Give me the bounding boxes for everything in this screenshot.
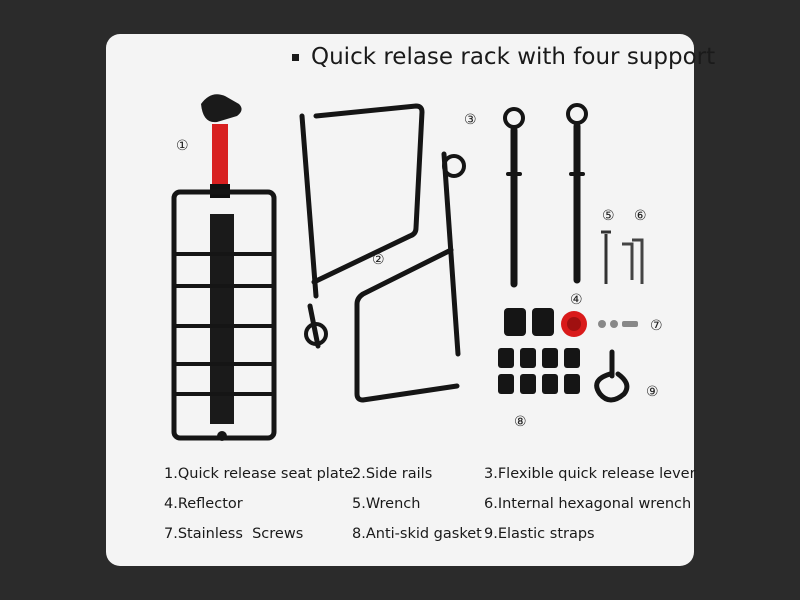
legend-item: 5.Wrench xyxy=(352,496,421,512)
parts-legend: 1.Quick release seat plate 2.Side rails … xyxy=(164,466,696,556)
legend-item: 9.Elastic straps xyxy=(484,526,595,542)
product-card xyxy=(106,34,694,566)
legend-item: 3.Flexible quick release lever xyxy=(484,466,696,482)
legend-row: 1.Quick release seat plate 2.Side rails … xyxy=(164,466,696,496)
reflector-icon xyxy=(561,311,587,337)
legend-item: 1.Quick release seat plate xyxy=(164,466,354,482)
bullet-icon xyxy=(292,53,299,61)
anti-skid-gasket-icon xyxy=(498,308,580,394)
callout-3: ③ xyxy=(464,112,477,128)
parts-illustration: ① ② ③ ④ ⑤ ⑥ ⑦ ⑧ ⑨ xyxy=(171,94,663,441)
hex-wrench-icon xyxy=(622,238,644,284)
callout-8: ⑧ xyxy=(514,414,527,430)
legend-row: 4.Reflector 5.Wrench 6.Internal hexagona… xyxy=(164,496,694,526)
left-dark-margin xyxy=(0,0,100,600)
legend-item: 2.Side rails xyxy=(352,466,433,482)
callout-7: ⑦ xyxy=(650,318,663,334)
headline-text: Quick relase rack with four support xyxy=(311,44,716,70)
quick-release-lever-icon xyxy=(503,103,588,288)
legend-row: 7.Stainless Screws 8.Anti-skid gasket 9.… xyxy=(164,526,694,556)
callout-9: ⑨ xyxy=(646,384,659,400)
wrench-icon xyxy=(601,230,611,284)
callout-5: ⑤ xyxy=(602,208,615,224)
side-rail-frame-icon xyxy=(299,103,466,403)
rear-rack-icon xyxy=(171,94,277,441)
legend-item: 4.Reflector xyxy=(164,496,243,512)
right-dark-margin xyxy=(700,0,800,600)
screws-icon xyxy=(598,320,638,328)
headline: Quick relase rack with four support xyxy=(292,40,715,74)
callout-6: ⑥ xyxy=(634,208,647,224)
legend-item: 6.Internal hexagonal wrench xyxy=(484,496,692,512)
callout-2: ② xyxy=(372,252,385,268)
elastic-strap-icon xyxy=(594,349,630,403)
legend-item: 8.Anti-skid gasket xyxy=(352,526,482,542)
callout-1: ① xyxy=(176,138,189,154)
callout-4: ④ xyxy=(570,292,583,308)
legend-item: 7.Stainless Screws xyxy=(164,526,304,542)
